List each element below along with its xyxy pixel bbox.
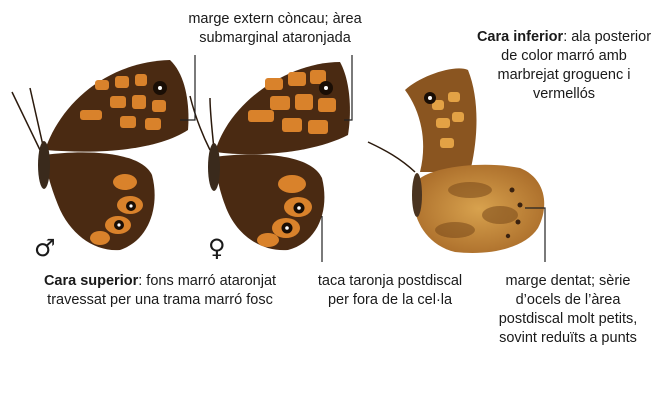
body	[208, 143, 220, 191]
butterfly-male-upperside	[12, 60, 188, 250]
antenna	[12, 92, 40, 150]
annotation-upperside: Cara superior: fons marró ataronjat trav…	[22, 272, 298, 310]
male-symbol: ♂	[34, 236, 56, 260]
antenna	[190, 96, 210, 150]
body	[38, 141, 50, 189]
antenna	[210, 98, 214, 150]
annotation-upperside-title: Cara superior	[44, 273, 138, 289]
female-symbol: ♀	[208, 236, 226, 260]
antenna	[368, 142, 415, 172]
annotation-underside: Cara inferior: ala posterior de color ma…	[476, 28, 652, 104]
butterfly-female-upperside	[190, 62, 350, 250]
annotation-dentate-margin: marge dentat; sèrie d’ocels de l’àrea po…	[484, 272, 652, 348]
annotation-postdiscal-spot: taca taronja postdiscal per fora de la c…	[310, 272, 470, 310]
body	[412, 173, 422, 217]
antenna	[30, 88, 44, 150]
annotation-underside-title: Cara inferior	[477, 29, 563, 45]
annotation-outer-margin: marge extern còncau; àrea submarginal at…	[150, 10, 400, 48]
hindwing-underside	[414, 165, 545, 253]
